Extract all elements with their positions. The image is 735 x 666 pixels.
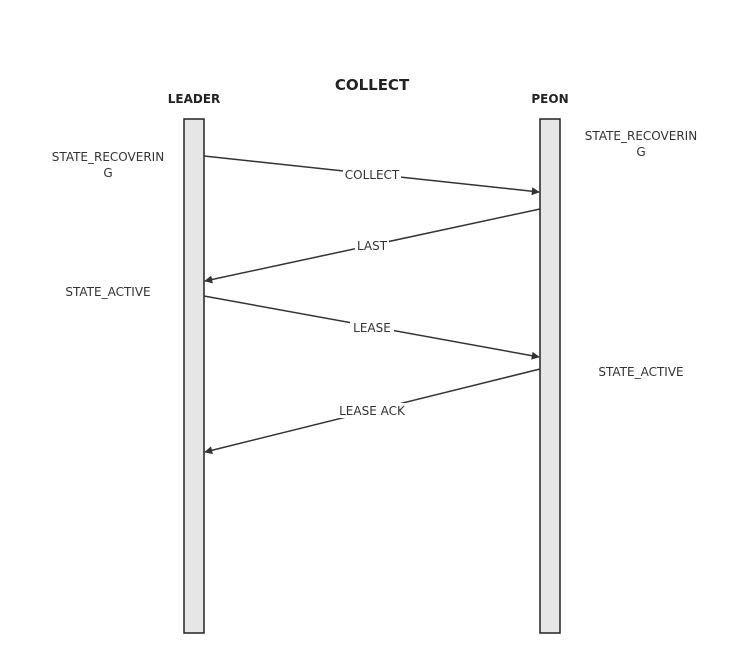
leader-active-state: STATE_ACTIVE (65, 285, 150, 299)
lease-label-bg (350, 320, 394, 335)
peon-recovering-state-line2: G (636, 145, 645, 159)
leader-lifeline (183, 118, 205, 634)
peon-recovering-state-line1: STATE_RECOVERIN (585, 129, 697, 143)
leader-recovering-state-line2: G (103, 166, 112, 180)
leader-header: LEADER (168, 92, 221, 106)
peon-lifeline (539, 118, 561, 634)
lease-ack-label-bg (336, 403, 408, 418)
leader-recovering-state-line1: STATE_RECOVERIN (52, 150, 164, 164)
lease-message-label: LEASE (353, 321, 391, 335)
last-message-label: LAST (357, 239, 388, 253)
peon-header: PEON (531, 92, 568, 106)
peon-active-state: STATE_ACTIVE (598, 365, 683, 379)
last-label-bg (355, 238, 389, 253)
lease-ack-message-label: LEASE ACK (339, 404, 406, 418)
diagram-title: COLLECT (335, 76, 410, 94)
collect-message-label: COLLECT (345, 168, 400, 182)
collect-label-bg (343, 167, 401, 182)
